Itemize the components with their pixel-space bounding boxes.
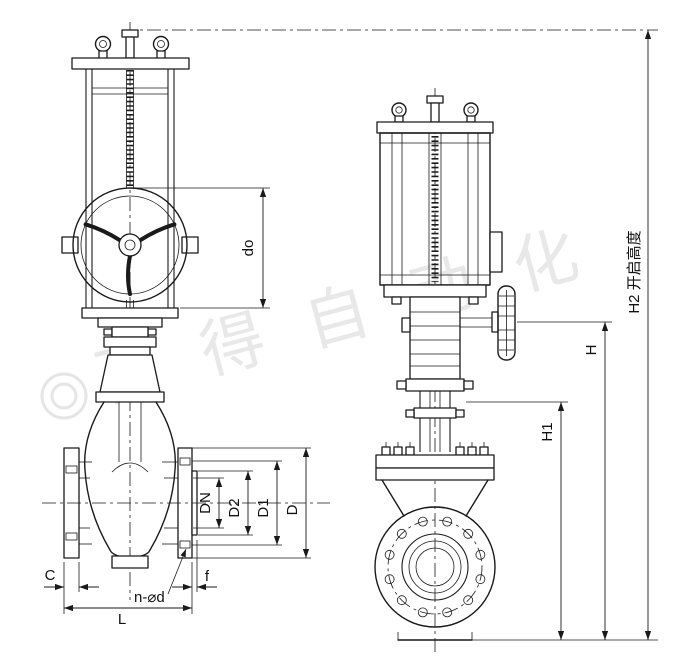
dim-label-h: H [583,345,600,356]
side-bonnet [383,284,487,380]
dim-label-l: L [118,611,126,628]
valve-body-side [374,479,496,641]
dimension-d: D [192,447,311,559]
dimension-h: H [517,321,612,640]
bolt-hole-callout: n-⌀d [134,548,187,606]
front-dimensions: do DN D2 D1 D [44,187,311,628]
dim-label-d2: D2 [226,498,243,517]
front-bonnet [81,300,179,403]
dim-label-do: do [240,240,257,257]
dim-label-d: D [284,504,301,515]
front-view [42,22,330,600]
stem-cage [379,132,503,286]
handwheel [72,187,188,303]
bottom-boss [111,555,149,569]
dim-label-dn: DN [197,492,214,514]
dim-label-h2: H2 开启高度 [626,230,643,313]
dim-label-h1: H1 [539,422,556,441]
dim-label-d1: D1 [255,498,272,517]
side-lifting-assembly [376,95,494,134]
valve-body-front [83,401,177,569]
dimension-dn: DN [193,477,224,529]
dimension-c: C [44,562,99,614]
body-top-flange [375,442,495,481]
dim-label-f: f [205,568,210,585]
watermark-logo-inner-icon [50,382,78,410]
side-view [374,88,516,655]
dimension-d1: D1 [192,460,282,546]
side-dimensions: H1 H H2 开启高度 [122,29,658,641]
cage-bracket [489,231,503,273]
dimension-d2: D2 [198,470,253,536]
dimension-f: f [172,540,217,614]
watermark-logo-icon [40,372,88,420]
front-yoke [61,69,199,310]
side-neck [396,378,474,452]
dimension-l: L [64,604,192,628]
side-handwheel [460,285,516,361]
front-lifting-assembly [71,29,190,70]
dimension-do: do [134,187,270,309]
dimension-h1: H1 [466,401,568,640]
bolt-hole-slot [179,540,191,549]
dim-label-c: C [45,567,56,584]
bolt-circle [387,519,483,615]
bolt-hole-slot [179,457,191,466]
dim-label-n-d: n-⌀d [134,589,165,606]
dimension-h2: H2 开启高度 [626,30,652,640]
